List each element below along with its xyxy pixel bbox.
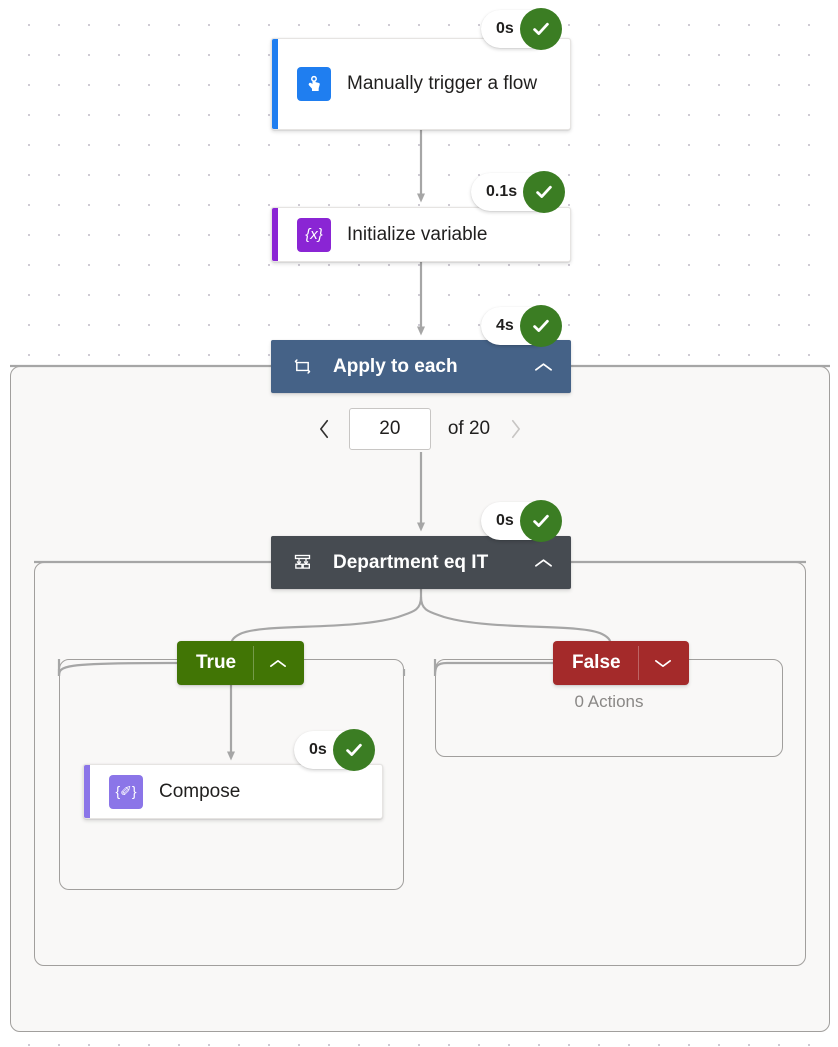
success-check-icon <box>523 171 566 213</box>
status-badge-initialize-variable: 0.1s <box>471 171 566 213</box>
tap-hand-icon <box>297 67 331 101</box>
status-duration: 0s <box>496 20 514 37</box>
condition-title: Department eq IT <box>333 551 489 573</box>
loop-repeat-icon <box>289 354 315 380</box>
variable-braces-glyph: {x} <box>305 226 323 243</box>
action-card-title: Manually trigger a flow <box>347 73 538 95</box>
chevron-right-icon[interactable] <box>500 414 530 444</box>
status-badge-trigger: 0s <box>481 8 562 50</box>
status-badge-apply-to-each: 4s <box>481 305 562 347</box>
true-branch-text: True <box>196 652 237 673</box>
success-check-icon <box>519 500 562 542</box>
action-card-initialize-variable[interactable]: {x} Initialize variable <box>271 207 571 262</box>
status-badge-compose: 0s <box>294 729 375 771</box>
condition-header[interactable]: Department eq IT <box>271 536 571 589</box>
status-duration: 0s <box>309 741 327 758</box>
branch-label-divider <box>253 646 255 680</box>
true-branch-label[interactable]: True <box>177 641 305 685</box>
action-card-trigger[interactable]: Manually trigger a flow <box>271 38 571 130</box>
card-accent-bar <box>272 39 278 129</box>
branch-label-divider <box>637 646 639 680</box>
apply-to-each-title: Apply to each <box>333 355 458 377</box>
loop-iteration-pager: 20 of 20 <box>295 406 545 452</box>
success-check-icon <box>519 8 562 50</box>
action-card-title: Compose <box>159 780 241 802</box>
status-duration: 0.1s <box>486 183 518 200</box>
false-branch-empty-label: 0 Actions <box>574 692 644 711</box>
apply-to-each-header[interactable]: Apply to each <box>271 340 571 393</box>
status-duration: 4s <box>496 317 514 334</box>
compose-braces-glyph: {✐} <box>115 783 137 799</box>
iteration-number-input[interactable]: 20 <box>348 408 431 450</box>
success-check-icon <box>332 729 375 771</box>
action-card-compose[interactable]: {✐} Compose <box>83 764 383 819</box>
iteration-total-label: of 20 <box>447 418 491 439</box>
false-branch-label[interactable]: False <box>553 641 689 685</box>
chevron-down-icon[interactable] <box>639 658 689 669</box>
action-card-title: Initialize variable <box>347 223 488 245</box>
variable-braces-icon: {x} <box>297 217 331 252</box>
chevron-up-icon[interactable] <box>254 658 304 669</box>
status-duration: 0s <box>496 512 514 529</box>
condition-branch-icon <box>289 550 315 576</box>
chevron-up-icon[interactable] <box>534 557 553 569</box>
false-branch-text: False <box>572 652 621 673</box>
status-badge-condition: 0s <box>481 500 562 542</box>
chevron-left-icon[interactable] <box>310 414 340 444</box>
card-accent-bar <box>272 208 278 261</box>
chevron-up-icon[interactable] <box>534 361 553 373</box>
card-accent-bar <box>84 765 90 818</box>
success-check-icon <box>519 305 562 347</box>
compose-braces-icon: {✐} <box>109 774 143 809</box>
